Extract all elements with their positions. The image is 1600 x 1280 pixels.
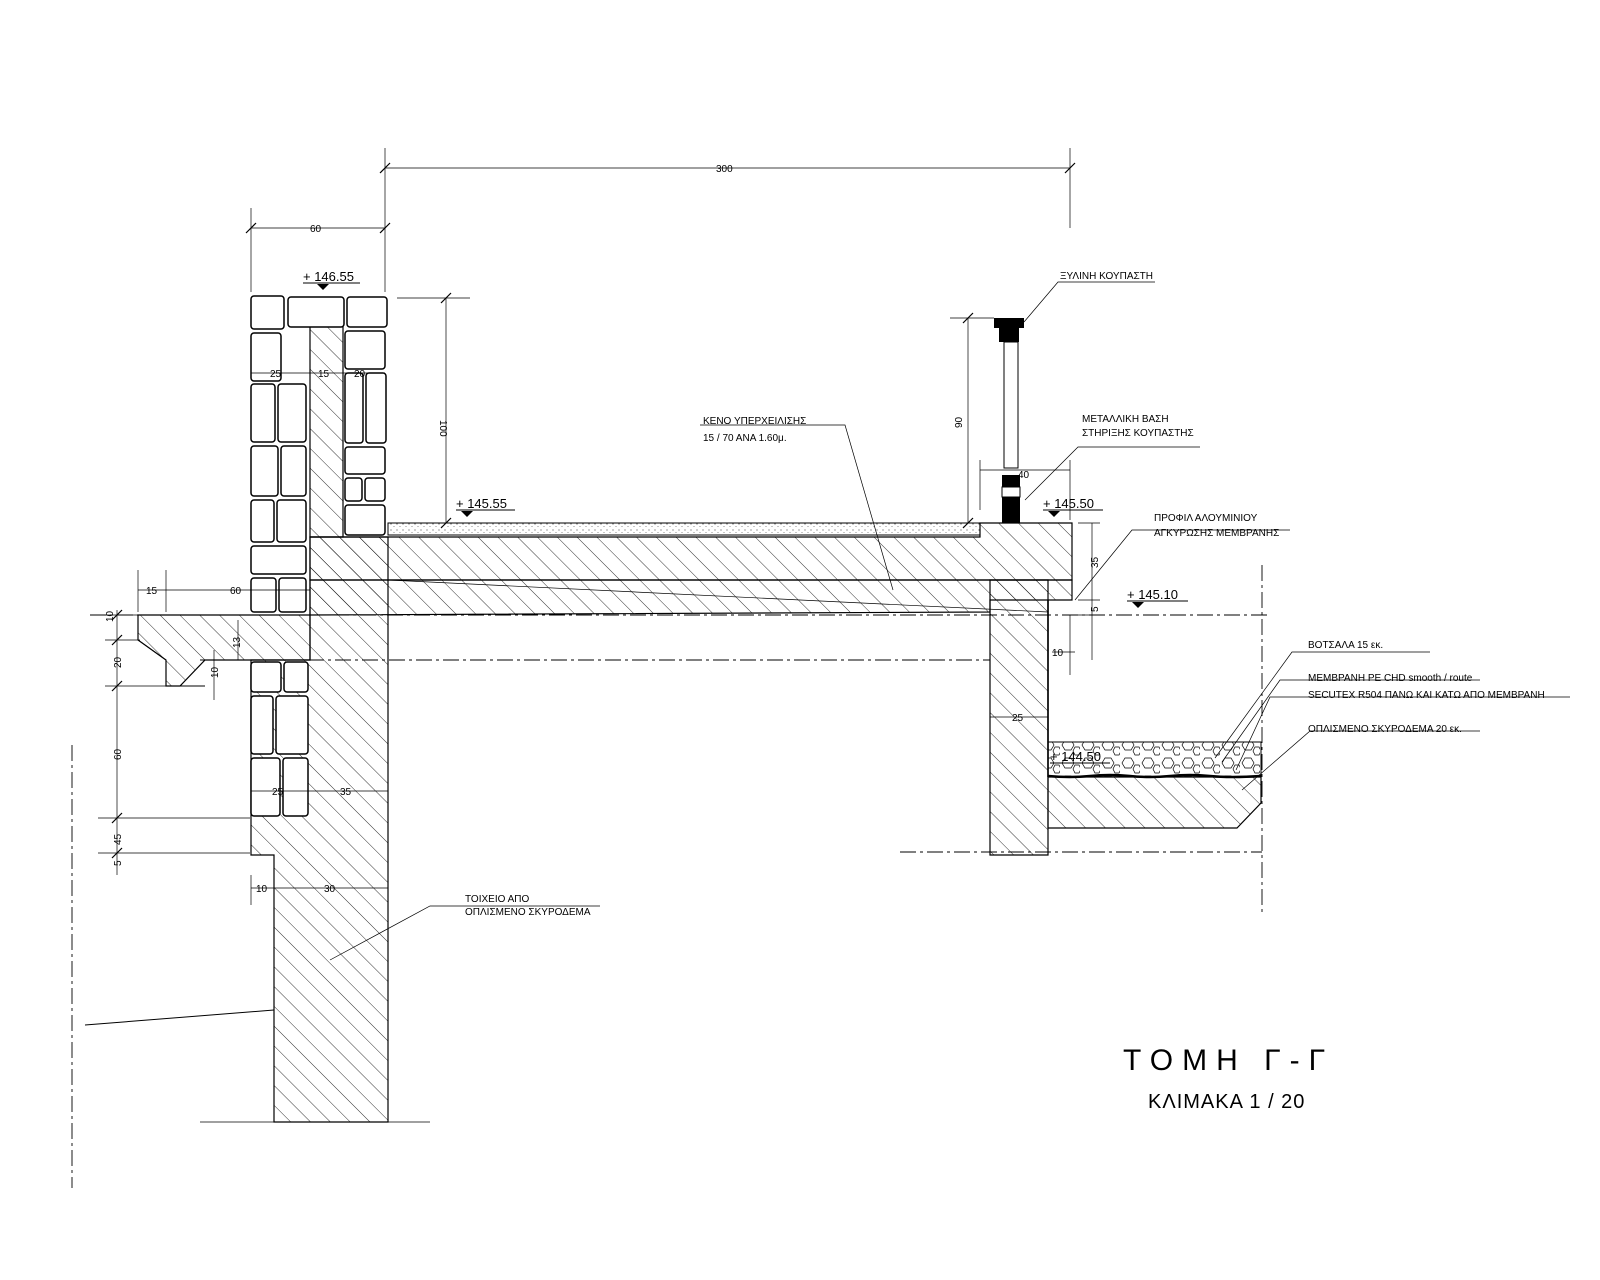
sloped-beam (309, 579, 1073, 616)
dim-10d: 10 (1052, 648, 1064, 659)
level-markers (303, 282, 1188, 764)
label-base-2: ΣΤΗΡΙΞΗΣ ΚΟΥΠΑΣΤΗΣ (1082, 428, 1194, 439)
dim-35b: 35 (1090, 556, 1101, 568)
dim-300: 300 (716, 164, 733, 175)
level-roof-garden: + 144.50 (1050, 749, 1101, 764)
dim-25a: 25 (270, 369, 282, 380)
dim-60c: 60 (113, 748, 124, 760)
dim-35a: 35 (340, 787, 352, 798)
dim-60b: 60 (230, 586, 242, 597)
dim-40: 40 (1018, 470, 1030, 481)
drawing-title: ΤΟΜΗ Γ-Γ (1123, 1044, 1334, 1077)
label-secutex: SECUTEX R504 ΠΑΝΩ ΚΑΙ ΚΑΤΩ ΑΠΟ ΜΕΜΒΡΑΝΗ (1308, 690, 1545, 701)
dim-15b: 15 (146, 586, 158, 597)
leader-lines (329, 281, 1570, 961)
dim-5b: 5 (1090, 606, 1101, 612)
dimension-lines (98, 148, 1100, 905)
level-slab-edge: + 145.50 (1043, 496, 1094, 511)
center-lines (71, 565, 1270, 1188)
dim-13: 13 (232, 636, 243, 648)
drawing-scale: ΚΛΙΜΑΚΑ 1 / 20 (1148, 1091, 1305, 1113)
label-wall-1: ΤΟΙΧΕΙΟ ΑΠΟ (465, 894, 529, 905)
stone-cladding-inner (344, 330, 387, 536)
label-handrail: ΞΥΛΙΝΗ ΚΟΥΠΑΣΤΗ (1060, 271, 1153, 282)
label-profile-2: ΑΓΚΥΡΩΣΗΣ ΜΕΜΒΡΑΝΗΣ (1154, 528, 1279, 539)
dim-10a: 10 (105, 610, 116, 622)
label-membrane: ΜΕΜΒΡΑΝΗ PE CHD smooth / route (1308, 673, 1473, 684)
dim-60-top: 60 (310, 224, 322, 235)
floor-slab (309, 522, 1073, 581)
dim-20b: 20 (113, 656, 124, 668)
dim-100: 100 (437, 420, 448, 437)
roof-garden-slab (1047, 600, 1262, 829)
concrete-column-right (989, 579, 1049, 856)
dim-25c: 25 (1012, 713, 1024, 724)
level-top-wall: + 146.55 (303, 269, 354, 284)
label-concrete-20: ΟΠΛΙΣΜΕΝΟ ΣΚΥΡΟΔΕΜΑ 20 εκ. (1308, 724, 1462, 735)
label-profile-1: ΠΡΟΦΙΛ ΑΛΟΥΜΙΝΙΟΥ (1154, 513, 1258, 524)
dim-25b: 25 (272, 787, 284, 798)
stone-cladding-outer (250, 295, 388, 817)
dim-5: 5 (113, 860, 124, 866)
cornice (137, 614, 311, 687)
dim-30: 30 (324, 884, 336, 895)
level-beam-bottom: + 145.10 (1127, 587, 1178, 602)
label-overflow-1: ΚΕΝΟ ΥΠΕΡΧΕΙΛΙΣΗΣ (703, 416, 806, 427)
dim-20a: 20 (354, 369, 366, 380)
handrail-post (994, 318, 1024, 523)
level-floor: + 145.55 (456, 496, 507, 511)
ground-line (84, 1009, 275, 1026)
label-wall-2: ΟΠΛΙΣΜΕΝΟ ΣΚΥΡΟΔΕΜΑ (465, 907, 591, 918)
label-pebbles: ΒΟΤΣΑΛΑ 15 εκ. (1308, 640, 1383, 651)
dim-10c: 10 (256, 884, 268, 895)
label-base-1: ΜΕΤΑΛΛΙΚΗ ΒΑΣΗ (1082, 414, 1169, 425)
dim-45: 45 (113, 833, 124, 845)
dim-15a: 15 (318, 369, 330, 380)
dim-10b: 10 (210, 666, 221, 678)
dim-90: 90 (954, 416, 965, 428)
label-overflow-2: 15 / 70 ΑΝΑ 1.60μ. (703, 433, 787, 444)
